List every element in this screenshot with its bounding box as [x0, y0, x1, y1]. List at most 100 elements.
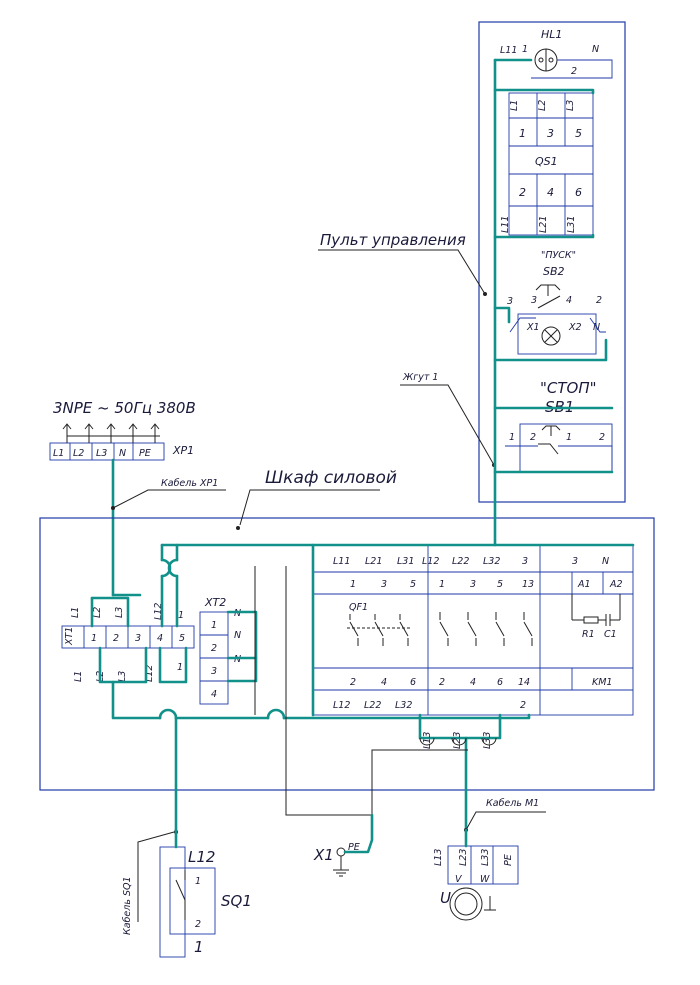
- km-header-4: L12: [422, 556, 439, 567]
- contactor-contacts-icon: [439, 612, 533, 646]
- km-out-3: L32: [395, 700, 412, 711]
- c1-name: C1: [604, 629, 617, 640]
- cable-m1-label: Кабель M1: [486, 798, 539, 809]
- km-header-7: 3: [522, 556, 528, 567]
- xt2-num-2: 2: [211, 643, 217, 654]
- sb1-pin1: 1: [566, 432, 572, 443]
- sb1-left-pin: 1: [509, 432, 515, 443]
- km-top-4: 1: [439, 579, 445, 590]
- indicator-lamp-icon: [541, 326, 561, 346]
- limit-contact-icon: [175, 879, 186, 901]
- sb1-right-pin: 2: [599, 432, 605, 443]
- km-header-5: L22: [452, 556, 469, 567]
- hl1-right-wire: N: [592, 44, 599, 55]
- xt2-n-3: N: [234, 654, 241, 665]
- qs1-row2-c: 6: [575, 186, 582, 199]
- km-top-2: 3: [381, 579, 387, 590]
- km-top-3: 5: [410, 579, 416, 590]
- cabinet-leader: [239, 489, 380, 526]
- km-bottom-4: 2: [439, 677, 445, 688]
- qs1-row1-c: 5: [575, 127, 582, 140]
- qs1-bottom-1: L11: [500, 216, 511, 233]
- pushbutton-contact-icon: [537, 295, 561, 309]
- supply-pin-pe: PE: [139, 448, 151, 459]
- cabinet-label: Шкаф силовой: [265, 468, 397, 488]
- xt1-bottom-3: L3: [117, 671, 128, 682]
- motor-phase-w: W: [480, 874, 490, 885]
- xt2-num-1: 1: [211, 620, 217, 631]
- qs1-bottom-3: L31: [566, 216, 577, 233]
- x1-pe: PE: [348, 842, 360, 853]
- qs1-row2-b: 4: [547, 186, 554, 199]
- xt1-num-5: 5: [179, 633, 185, 644]
- sq1-cable-label: Кабель SQ1: [122, 876, 133, 935]
- supply-title: 3NPE ~ 50Гц 380В: [53, 399, 196, 417]
- xt1-num-2: 2: [113, 633, 119, 644]
- motor-wire-4: PE: [503, 854, 514, 866]
- motor-m1: Кабель M1 L13 L23 L33 PE U V W: [433, 798, 546, 921]
- sb2-left-pin: 3: [507, 296, 513, 307]
- km-bottom-7: 14: [518, 677, 530, 688]
- km-top-1: 1: [350, 579, 356, 590]
- motor-wire-3: L33: [480, 849, 491, 866]
- xt1-top-4: L12: [153, 603, 164, 620]
- supply-pin-l2: L2: [73, 448, 84, 459]
- xt1-bottom-1: L1: [73, 671, 84, 682]
- km-out-2: L22: [364, 700, 381, 711]
- qs1-row1-a: 1: [519, 127, 526, 140]
- km-top-7: 13: [522, 579, 534, 590]
- motor-icon: [449, 887, 483, 921]
- control-console-frame: [478, 21, 626, 503]
- harness-label: Жгут 1: [402, 372, 438, 383]
- km1-name: KM1: [592, 677, 612, 688]
- cable-xp1-leader: [112, 489, 226, 509]
- sb2-pin3: 3: [531, 295, 537, 306]
- console-leader: [318, 249, 486, 295]
- xt1-num-3: 3: [135, 633, 141, 644]
- sb1-title: "СТОП": [540, 379, 597, 397]
- km-bottom-1: 2: [350, 677, 356, 688]
- km-top-9: A2: [609, 579, 623, 590]
- xt2-n-1: N: [234, 608, 241, 619]
- xt2-name: XT2: [204, 596, 226, 609]
- sq1-pin2: 2: [195, 919, 201, 930]
- sq1-name: SQ1: [221, 892, 252, 910]
- qs1-row2-a: 2: [519, 186, 526, 199]
- out3-1: L13: [422, 732, 433, 749]
- xt1-top-3: L3: [114, 607, 125, 618]
- km1-contactor-block: L11 L21 L31 L12 L22 L32 3 3 N 1 3 5 1 3 …: [312, 544, 634, 716]
- qs1-top-2: L2: [537, 100, 548, 111]
- supply-arrows-icon: [62, 423, 160, 443]
- motor-wire-2: L23: [458, 849, 469, 866]
- qs1-row1-b: 3: [547, 127, 554, 140]
- km-out-4: 2: [520, 700, 526, 711]
- out3-2: L23: [452, 732, 463, 749]
- sb2-right-pin: 2: [596, 295, 602, 306]
- motor-phase-v: V: [455, 874, 463, 885]
- qs1-top-1: L1: [509, 100, 520, 111]
- qs1-name: QS1: [535, 155, 558, 168]
- xt1-bottom-4: L12: [144, 665, 155, 682]
- qs1-switch: L1 L2 L3 1 3 5 QS1 2 4 6 L11 L21 L31: [500, 92, 594, 236]
- xt1-num-1: 1: [91, 633, 97, 644]
- xt1-top-5: 1: [178, 610, 184, 621]
- rc-snubber: R1 C1: [571, 594, 621, 640]
- qf1-name: QF1: [349, 602, 368, 613]
- km-top-6: 5: [497, 579, 503, 590]
- xt1-name: XT1: [64, 627, 75, 646]
- supply-xp: XP1: [172, 444, 194, 457]
- hl1-left-wire: L11: [500, 45, 517, 56]
- xt1-num-4: 4: [157, 633, 163, 644]
- supply-pin-l1: L1: [53, 448, 64, 459]
- hl1-pin1: 1: [522, 44, 528, 55]
- km-bottom-6: 6: [497, 677, 503, 688]
- x1-name: X1: [313, 846, 334, 864]
- sq1-bottom: 1: [194, 938, 204, 956]
- stop-contact-icon: [538, 443, 559, 455]
- xt2-terminal: XT2 1 2 3 4 N N N: [199, 596, 241, 705]
- harness-leader: [400, 384, 495, 466]
- km-top-5: 3: [470, 579, 476, 590]
- sb2-pin4: 4: [566, 295, 572, 306]
- sq1-wire: L12: [188, 848, 215, 866]
